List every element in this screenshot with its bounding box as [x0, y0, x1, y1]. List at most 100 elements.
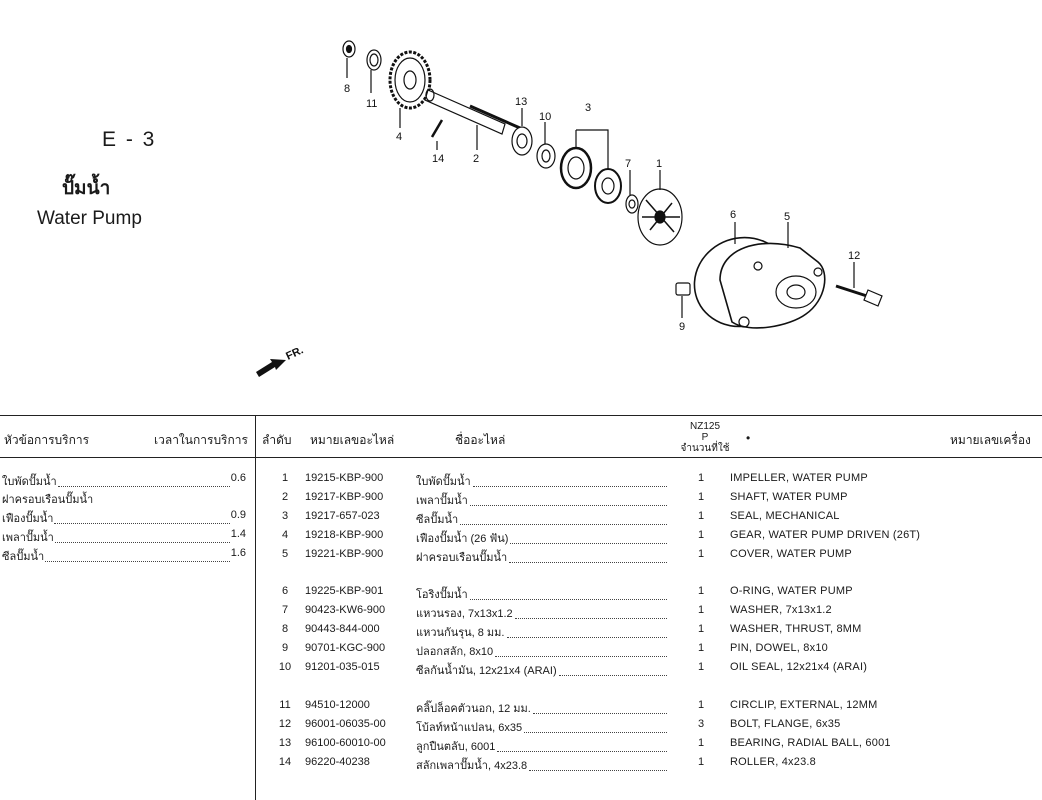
header-engine-number: หมายเลขเครื่อง	[950, 433, 1031, 447]
part-order: 1	[281, 472, 289, 484]
service-item: ฝาครอบเรือนปั๊มน้ำ	[2, 494, 94, 506]
exploded-diagram: FR. 8 11 4 14 2 13 10 3 7 1 6 5 12 9	[256, 40, 883, 377]
part-name-thai: ซีลปั๊มน้ำ	[416, 510, 668, 528]
callout-10: 10	[539, 111, 551, 123]
header-part-number: หมายเลขอะไหล่	[310, 433, 395, 447]
callout-7: 7	[625, 158, 631, 170]
part-name-thai: เฟืองปั๊มน้ำ (26 ฟัน)	[416, 529, 668, 547]
part-name-english: CIRCLIP, EXTERNAL, 12MM	[730, 699, 878, 711]
part-5-cover	[719, 222, 826, 329]
part-name-thai: แหวนรอง, 7x13x1.2	[416, 604, 668, 622]
part-quantity: 1	[697, 699, 705, 711]
callout-2: 2	[473, 153, 479, 165]
callout-5: 5	[784, 211, 790, 223]
part-quantity: 1	[697, 661, 705, 673]
part-order: 13	[278, 737, 292, 749]
part-name-thai: ซีลกันน้ำมัน, 12x21x4 (ARAI)	[416, 661, 668, 679]
part-number: 90443-844-000	[305, 623, 380, 635]
part-1-impeller	[637, 170, 683, 246]
front-arrow-icon	[256, 359, 286, 377]
part-order: 12	[278, 718, 292, 730]
part-10-oil-seal	[536, 122, 556, 169]
part-name-thai: คลิ๊ปล็อคตัวนอก, 12 มม.	[416, 699, 668, 717]
title-english: Water Pump	[37, 208, 142, 229]
part-order: 11	[279, 699, 291, 711]
header-quantity: จำนวนที่ใช้	[680, 443, 730, 454]
header-model-sub: P	[701, 432, 709, 443]
part-number: 90701-KGC-900	[305, 642, 386, 654]
part-number: 19217-KBP-900	[305, 491, 384, 503]
parts-table: หัวข้อการบริการ เวลาในการบริการ ลำดับ หม…	[0, 415, 1042, 800]
part-order: 7	[281, 604, 289, 616]
part-number: 19215-KBP-900	[305, 472, 384, 484]
part-number: 19225-KBP-901	[305, 585, 384, 597]
table-row: 11 94510-12000 คลิ๊ปล็อคตัวนอก, 12 มม. 1 CIR…	[0, 699, 1042, 717]
part-order: 14	[278, 756, 292, 768]
part-9-dowel	[675, 282, 691, 318]
part-12-bolt	[835, 262, 883, 307]
front-label: FR.	[284, 344, 305, 362]
part-quantity: 3	[697, 718, 705, 730]
part-quantity: 1	[697, 642, 705, 654]
part-name-english: O-RING, WATER PUMP	[730, 585, 853, 597]
part-order: 6	[281, 585, 289, 597]
part-name-english: WASHER, 7x13x1.2	[730, 604, 832, 616]
part-7-washer	[625, 170, 639, 214]
callout-6: 6	[730, 209, 736, 221]
part-name-english: WASHER, THRUST, 8MM	[730, 623, 862, 635]
part-quantity: 1	[697, 737, 705, 749]
part-name-thai: โอริงปั๊มน้ำ	[416, 585, 668, 603]
part-quantity: 1	[697, 623, 705, 635]
header-service-time: เวลาในการบริการ	[154, 433, 248, 447]
part-number: 96001-06035-00	[305, 718, 386, 730]
header-service-topic: หัวข้อการบริการ	[4, 433, 90, 447]
callout-14: 14	[432, 153, 444, 165]
part-quantity: 1	[697, 510, 705, 522]
part-3-mechanical-seal	[559, 129, 622, 204]
callout-9: 9	[679, 321, 685, 333]
part-name-english: ROLLER, 4x23.8	[730, 756, 816, 768]
part-name-english: BEARING, RADIAL BALL, 6001	[730, 737, 891, 749]
part-number: 19218-KBP-900	[305, 529, 384, 541]
part-name-thai: ปลอกสลัก, 8x10	[416, 642, 668, 660]
callout-1: 1	[656, 158, 662, 170]
part-quantity: 1	[697, 529, 705, 541]
table-row: 3 19217-657-023 ซีลปั๊มน้ำ 1 SEAL, MECHANICA…	[0, 510, 1042, 528]
callout-8: 8	[344, 83, 350, 95]
part-name-thai: แหวนกันรุน, 8 มม.	[416, 623, 668, 641]
part-name-english: IMPELLER, WATER PUMP	[730, 472, 868, 484]
callout-3: 3	[585, 102, 591, 114]
header-bullet: •	[746, 431, 751, 445]
part-name-english: SEAL, MECHANICAL	[730, 510, 840, 522]
part-name-english: OIL SEAL, 12x21x4 (ARAI)	[730, 661, 868, 673]
part-order: 4	[281, 529, 289, 541]
part-name-thai: สลักเพลาปั๊มน้ำ, 4x23.8	[416, 756, 668, 774]
part-name-english: SHAFT, WATER PUMP	[730, 491, 848, 503]
part-name-thai: ใบพัดปั๊มน้ำ	[416, 472, 668, 490]
part-order: 5	[281, 548, 289, 560]
part-quantity: 1	[697, 491, 705, 503]
part-number: 96100-60010-00	[305, 737, 386, 749]
header-model: NZ125	[689, 421, 720, 432]
header-order: ลำดับ	[262, 433, 292, 447]
part-number: 94510-12000	[305, 699, 370, 711]
part-13-bearing	[511, 108, 533, 156]
part-number: 90423-KW6-900	[305, 604, 386, 616]
part-14-pin	[430, 119, 444, 150]
part-name-english: COVER, WATER PUMP	[730, 548, 852, 560]
part-order: 3	[281, 510, 289, 522]
part-number: 19217-657-023	[305, 510, 380, 522]
